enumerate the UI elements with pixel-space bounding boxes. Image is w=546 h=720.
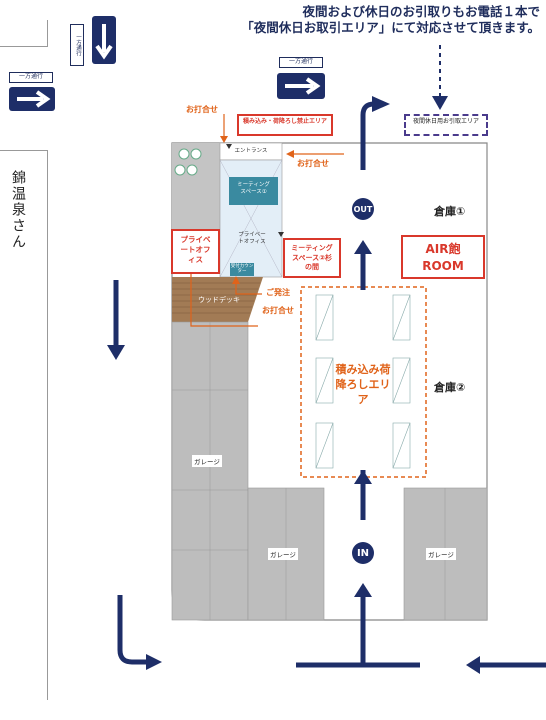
street-name-label: 錦温泉さん — [10, 170, 26, 250]
meeting-annotation-deck: お打合せ — [262, 306, 294, 315]
one-way-sign-label-center: 一方通行 — [279, 57, 323, 68]
one-way-sign-label-vertical: 一方通行 — [70, 24, 84, 66]
private-office-red-box: プライベートオフィス — [171, 229, 220, 274]
order-annotation: ご発注 — [266, 288, 290, 297]
meeting-annotation-top: お打合せ — [186, 105, 218, 114]
meeting-space-1-label: ミーティングスペース① — [237, 182, 270, 195]
planter-icons — [174, 146, 218, 180]
private-office-label: プライベートオフィス — [238, 232, 266, 245]
in-marker: IN — [352, 542, 374, 564]
right-arrow-icon — [285, 77, 321, 95]
loading-area-outline — [300, 286, 427, 478]
meeting-space-2-box: ミーティングスペース②杉の間 — [283, 238, 341, 278]
loading-forbidden-zone: 積み込み・荷降ろし禁止エリア — [237, 114, 333, 136]
out-marker: OUT — [352, 198, 374, 220]
wood-deck-area — [172, 277, 263, 322]
night-pickup-zone: 夜間休日用お引取エリア — [404, 114, 488, 136]
warehouse-1-label: 倉庫① — [434, 205, 466, 218]
entrance-label: エントランス — [234, 148, 268, 154]
wood-deck-label: ウッドデッキ — [198, 296, 240, 304]
meeting-annotation-entrance: お打合せ — [297, 159, 329, 168]
road-edge-top — [0, 46, 48, 47]
road-edge-side-vertical — [47, 150, 48, 700]
counter-label: 受付カウンター — [230, 264, 254, 274]
one-way-sign-right-left — [9, 87, 55, 111]
counter-box — [230, 263, 254, 276]
loading-area-label: 積み込み荷降ろしエリア — [335, 363, 391, 406]
road-edge-side — [0, 150, 48, 151]
right-arrow-icon — [17, 90, 51, 108]
exit-arrowhead — [372, 96, 390, 112]
garage-label-center: ガレージ — [268, 548, 298, 560]
one-way-sign-down — [92, 16, 116, 64]
meeting-space-1-box — [229, 177, 278, 205]
garage-label-left: ガレージ — [192, 455, 222, 467]
air-room-box: AIR飽ROOM — [401, 235, 485, 279]
warehouse-2-label: 倉庫② — [434, 381, 466, 394]
road-edge-top-vertical — [47, 20, 48, 47]
down-arrow-icon — [95, 24, 113, 60]
night-service-notice: 夜間および休日のお引取りもお電話１本で 「夜間休日お取引エリア」にて対応させて頂… — [120, 4, 540, 36]
notice-line-1: 夜間および休日のお引取りもお電話１本で — [302, 4, 540, 19]
one-way-sign-label-left: 一方通行 — [9, 72, 53, 83]
notice-line-2: 「夜間休日お取引エリア」にて対応させて頂きます。 — [241, 20, 540, 35]
one-way-sign-right-center — [277, 73, 325, 99]
garage-label-right: ガレージ — [426, 548, 456, 560]
